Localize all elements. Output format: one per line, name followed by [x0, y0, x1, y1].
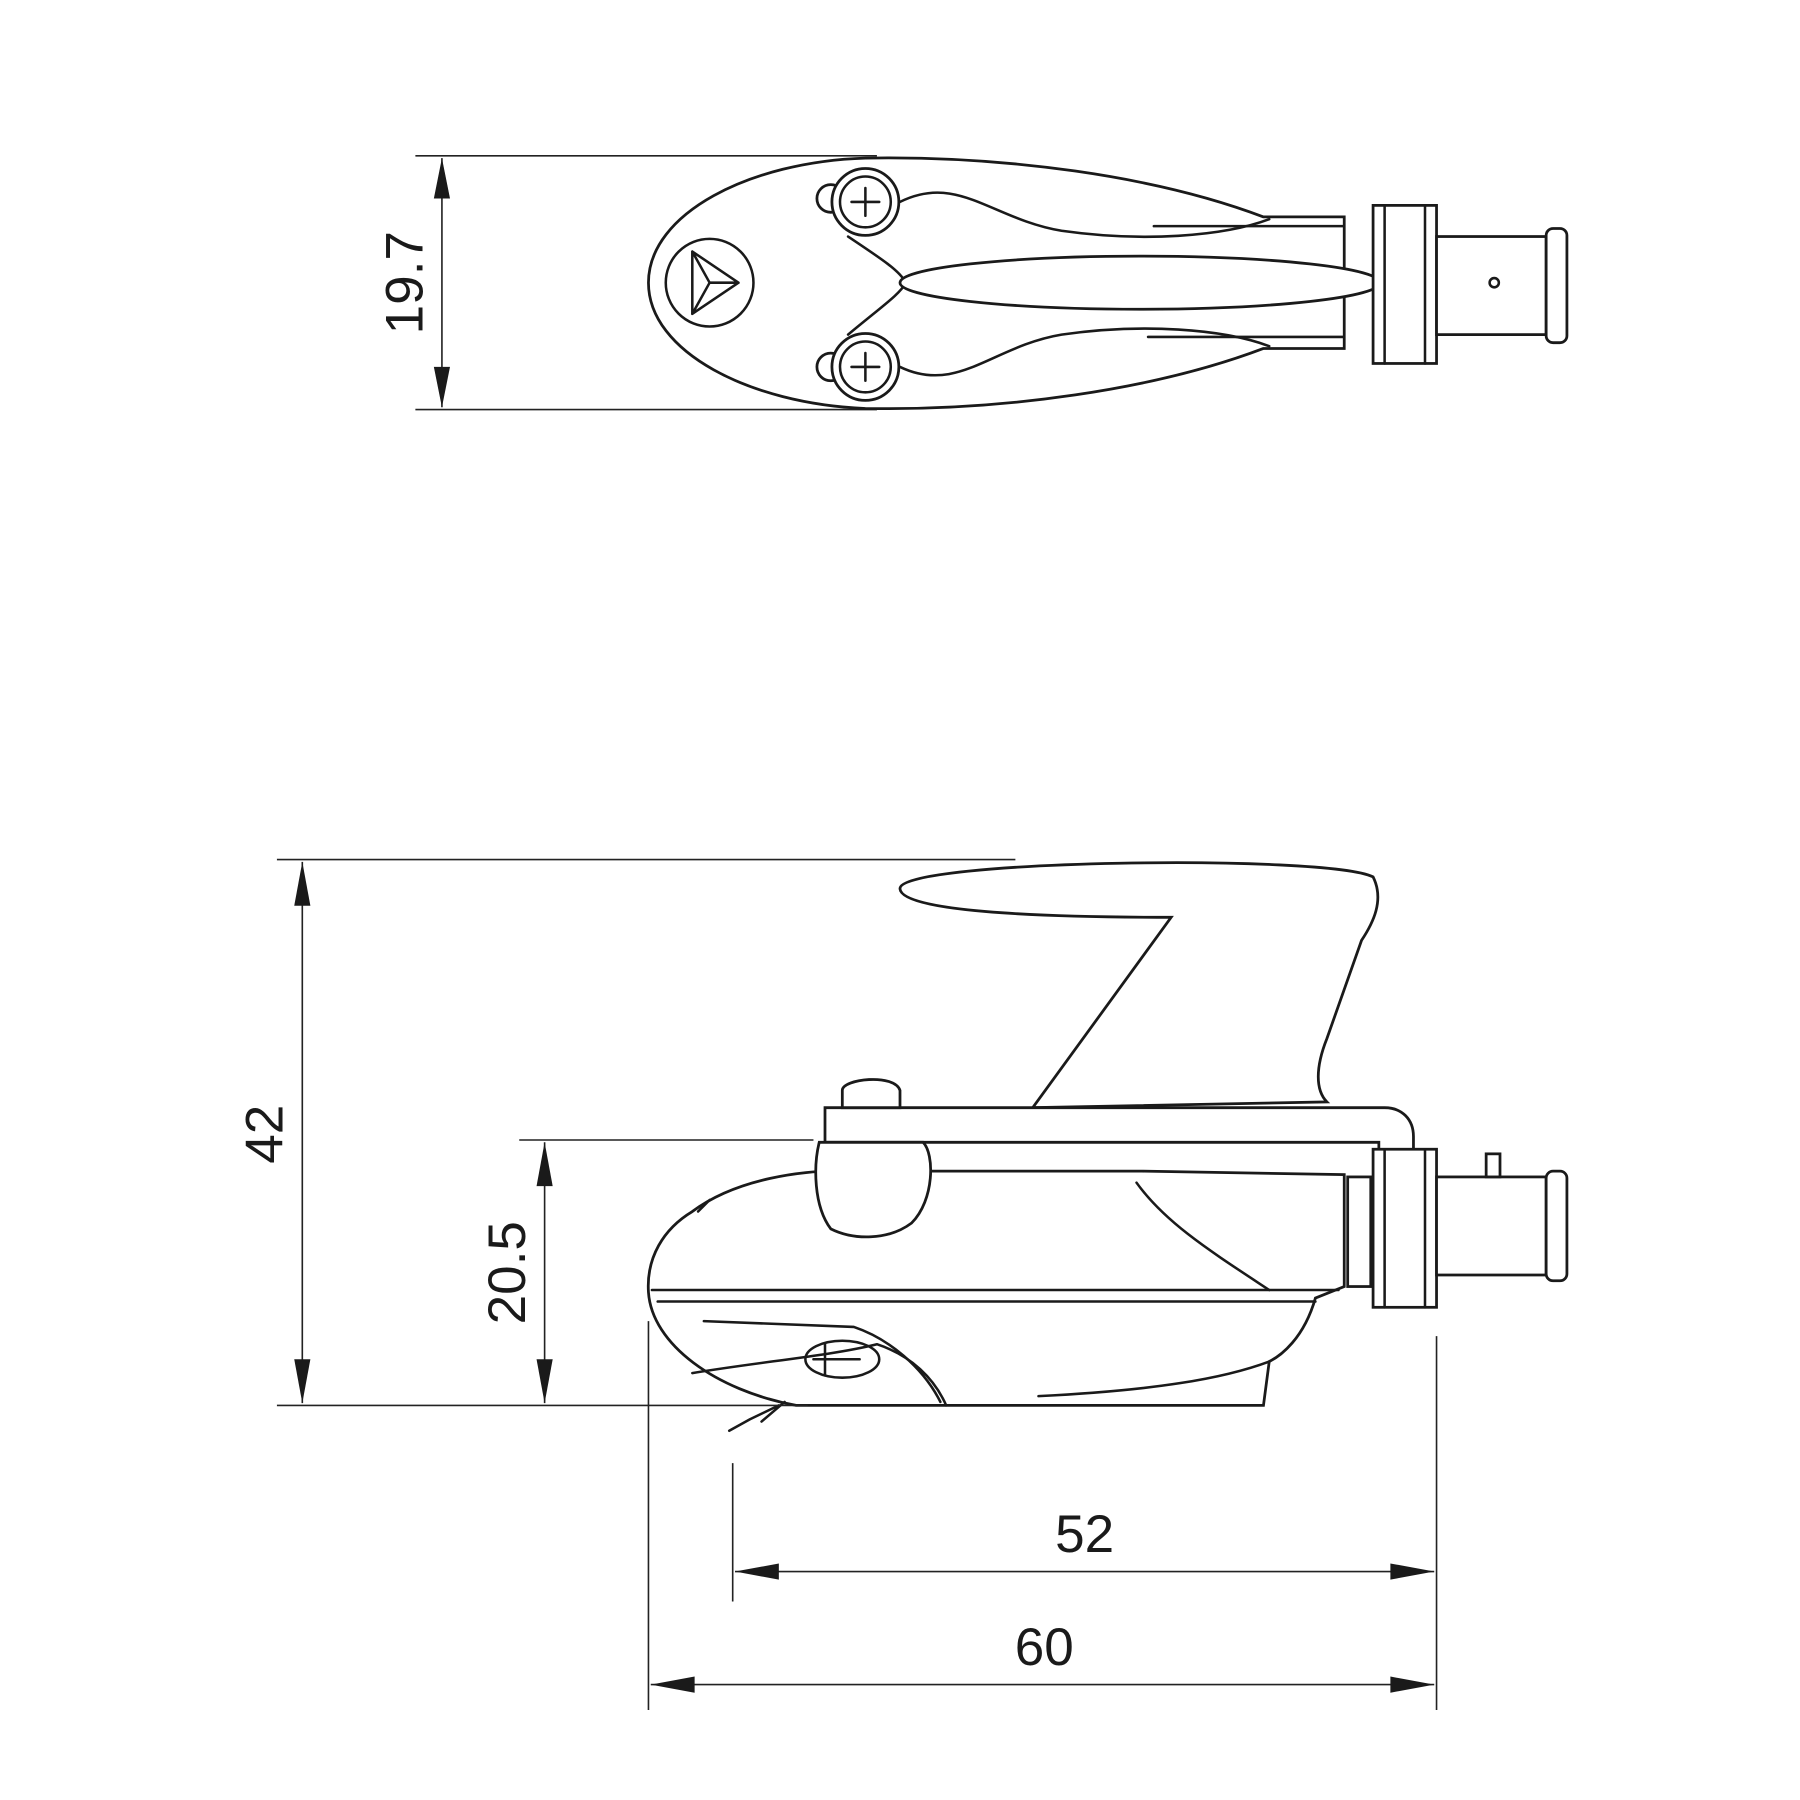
top-view: 19.7 [375, 154, 1569, 411]
side-view: 42 20.5 52 60 [236, 858, 1569, 1710]
headshell-side [823, 861, 1415, 1156]
dimension-20-5: 20.5 [478, 1139, 814, 1404]
dim-label-20-5: 20.5 [478, 1221, 537, 1324]
dimension-19-7: 19.7 [375, 154, 877, 411]
dim-label-60: 60 [1015, 1618, 1074, 1677]
screw-icon [815, 332, 901, 402]
logo-icon [664, 237, 755, 328]
connector-side [1346, 1147, 1569, 1309]
cartridge-body-side [646, 1140, 1346, 1433]
headshell-top [647, 156, 1569, 411]
dimension-52: 52 [731, 1336, 1438, 1710]
dimension-42: 42 [236, 858, 1016, 1407]
connector-top [1371, 204, 1569, 365]
dim-label-19-7: 19.7 [375, 231, 434, 334]
finger-lift-top [898, 254, 1382, 311]
dimension-60: 60 [647, 1321, 1435, 1710]
screw-icon [815, 167, 901, 237]
dim-label-42: 42 [236, 1105, 295, 1164]
dim-label-52: 52 [1055, 1505, 1114, 1564]
